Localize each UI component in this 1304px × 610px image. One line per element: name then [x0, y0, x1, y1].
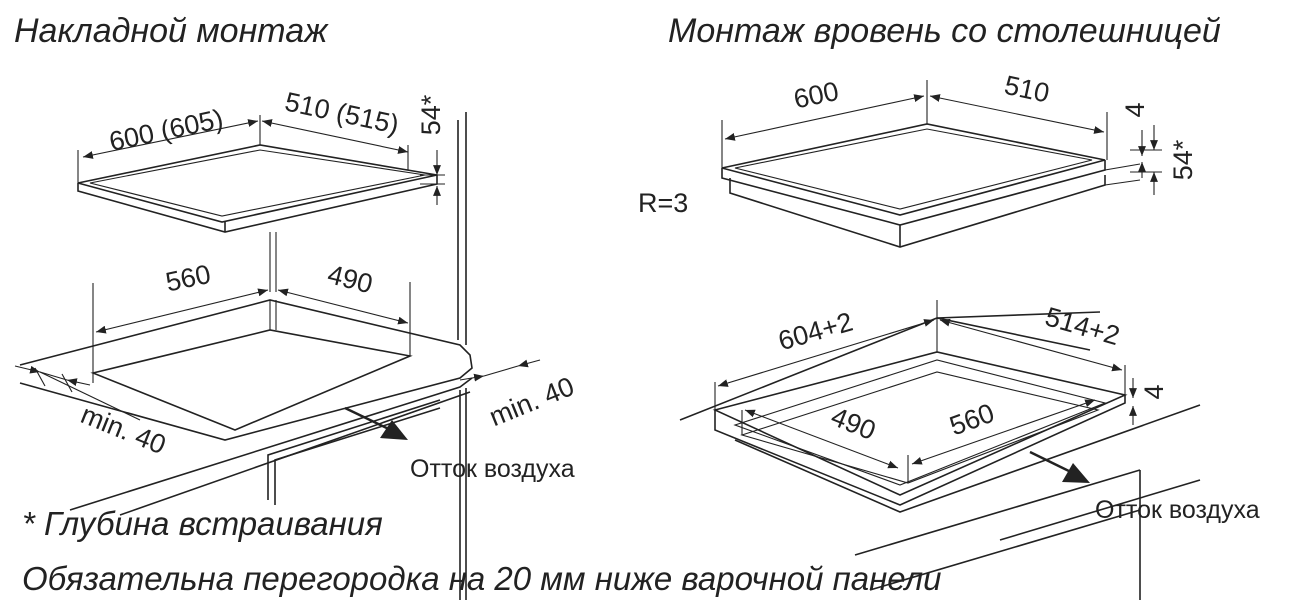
- right-radius-label: R=3: [638, 188, 688, 218]
- right-recess-height-label: 4: [1139, 384, 1169, 399]
- left-cutout-width-label: 560: [163, 259, 213, 298]
- left-hob-width-label: 600 (605): [106, 104, 225, 157]
- right-countertop: [679, 311, 1201, 600]
- left-airflow-arrow-icon: [344, 406, 408, 440]
- right-airflow-arrow-icon: [1029, 450, 1090, 483]
- right-hob-drawing: [721, 123, 1141, 248]
- right-recess-dimensions: [714, 300, 1137, 483]
- partition-note: Обязательна перегородка на 20 мм ниже ва…: [22, 560, 942, 597]
- right-airflow-label: Отток воздуха: [1095, 496, 1260, 524]
- left-airflow-label: Отток воздуха: [410, 455, 575, 483]
- right-hob-width-label: 600: [791, 76, 841, 115]
- right-hob-depth-label: 510: [1002, 70, 1052, 109]
- title-surface-mount: Накладной монтаж: [14, 12, 329, 50]
- left-cutout-depth-label: 490: [325, 259, 376, 299]
- left-min-front-label: min. 40: [77, 399, 170, 460]
- right-cutout-width-label: 560: [946, 398, 999, 442]
- right-dimension-lines: [721, 80, 1162, 195]
- left-hob-drawing: [77, 144, 438, 292]
- left-hob-depth-label: 510 (515): [282, 87, 401, 140]
- left-cutout-dimensions: [14, 282, 541, 421]
- left-countertop: [19, 299, 473, 600]
- title-flush-mount: Монтаж вровень со столешницей: [668, 12, 1221, 50]
- right-cutout-depth-label: 490: [827, 401, 880, 446]
- right-hob-height-label: 54*: [1168, 139, 1198, 180]
- right-recess-depth-label: 514+2: [1042, 301, 1123, 351]
- left-hob-height-label: 54*: [416, 94, 446, 135]
- depth-note: * Глубина встраивания: [22, 505, 383, 542]
- left-dimension-lines: [77, 115, 445, 205]
- right-recess-width-label: 604+2: [775, 306, 856, 356]
- right-frame-height-label: 4: [1120, 102, 1150, 117]
- left-wall: [457, 112, 467, 345]
- left-min-back-label: min. 40: [485, 371, 578, 432]
